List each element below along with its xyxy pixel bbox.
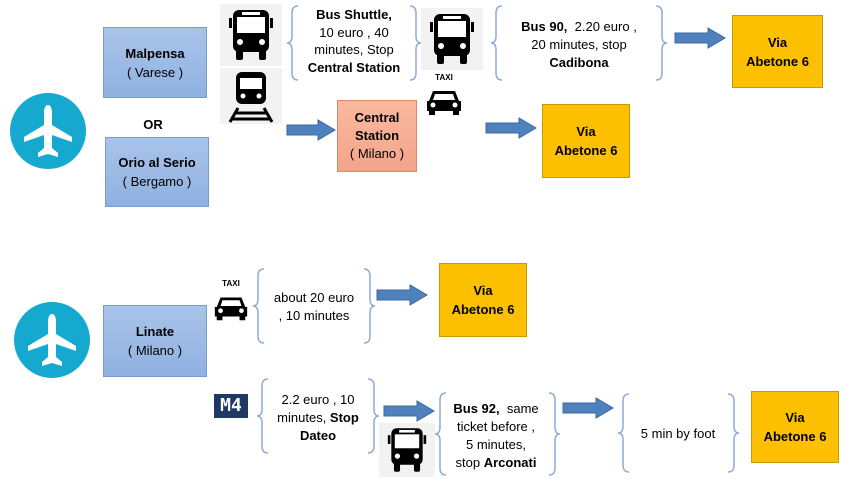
taxi-icon: TAXI: [424, 73, 464, 119]
taxi-info: about 20 euro , 10 minutes: [264, 289, 364, 325]
shuttle-line3: minutes, Stop: [314, 42, 394, 57]
metro-brace-left: [256, 378, 269, 454]
bus-icon: [379, 423, 435, 477]
bus92-line3: 5 minutes,: [466, 437, 526, 452]
arrow-icon: [562, 397, 614, 419]
destination-box: Via Abetone 6: [732, 15, 823, 88]
metro-info-stop: Dateo: [299, 428, 337, 443]
metro-info-line2-plain: minutes,: [277, 410, 330, 425]
bus92-line4: stop Arconati: [444, 454, 548, 472]
foot-info: 5 min by foot: [640, 426, 716, 441]
bus92-number: Bus 92,: [453, 401, 500, 416]
taxi-sign-label: TAXI: [435, 73, 453, 82]
shuttle-brace-right: [409, 5, 422, 81]
destination-line1: Via: [767, 34, 788, 50]
bus90-info: Bus 90, 2.20 euro , 20 minutes, stop Cad…: [504, 18, 654, 72]
arrow-icon: [286, 119, 336, 141]
bus90-number: Bus 90,: [521, 19, 568, 34]
orio-region: ( Bergamo ): [122, 174, 192, 189]
shuttle-brace: [286, 5, 299, 81]
bus90-line2: 20 minutes, stop: [531, 37, 627, 52]
orio-box: Orio al Serio ( Bergamo ): [105, 137, 209, 207]
arrow-icon: [485, 117, 537, 139]
metro-info: 2.2 euro , 10 minutes, Stop Dateo: [268, 391, 368, 445]
central-name-line1: Central: [354, 110, 400, 125]
taxi-sign-label: TAXI: [222, 279, 240, 288]
destination-box: Via Abetone 6: [751, 391, 839, 463]
or-label: OR: [143, 117, 163, 132]
taxi-icon: TAXI: [212, 279, 250, 325]
linate-name: Linate: [135, 324, 175, 339]
arrow-icon: [674, 27, 726, 49]
bus-icon: [220, 4, 282, 66]
foot-brace-left: [617, 393, 630, 473]
train-icon: [220, 68, 282, 124]
bus90-brace-right: [655, 5, 668, 81]
central-region: ( Milano ): [349, 146, 405, 161]
bus90-line1: Bus 90, 2.20 euro ,: [504, 18, 654, 36]
bus92-line2: ticket before ,: [456, 419, 536, 434]
metro-info-line1: 2.2 euro , 10: [281, 392, 355, 407]
destination-line2: Abetone 6: [746, 53, 809, 69]
bus92-rest: same: [499, 401, 539, 416]
destination-line1: Via: [576, 124, 596, 139]
bus90-price: 2.20 euro ,: [567, 19, 637, 34]
taxi-info-line2: , 10 minutes: [278, 308, 350, 323]
malpensa-name: Malpensa: [125, 45, 185, 61]
destination-line2: Abetone 6: [763, 429, 827, 444]
airplane-icon: [14, 302, 90, 378]
metro-info-line2: minutes, Stop: [268, 409, 368, 427]
bus92-line4-plain: stop: [455, 455, 484, 470]
destination-line2: Abetone 6: [554, 143, 618, 158]
bus92-line1: Bus 92, same: [444, 400, 548, 418]
metro-info-line2-bold: Stop: [329, 410, 359, 425]
bus-icon: [421, 8, 483, 70]
shuttle-line2: 10 euro , 40: [319, 24, 389, 40]
destination-box: Via Abetone 6: [542, 104, 630, 178]
orio-name: Orio al Serio: [118, 155, 196, 170]
destination-line1: Via: [473, 283, 493, 298]
bus92-brace-left: [434, 392, 447, 476]
malpensa-box: Malpensa ( Varese ): [103, 27, 207, 98]
shuttle-stop: Central Station: [307, 59, 401, 75]
arrow-icon: [383, 400, 435, 422]
shuttle-info: Bus Shuttle, 10 euro , 40 minutes, Stop …: [298, 6, 410, 76]
linate-region: ( Milano ): [127, 343, 183, 358]
taxi-info-line1: about 20 euro: [273, 290, 355, 305]
bus92-brace-right: [548, 392, 561, 476]
central-name-line2: Station: [354, 128, 400, 143]
bus90-brace-left: [490, 5, 503, 81]
central-station-box: Central Station ( Milano ): [337, 100, 417, 172]
airplane-icon: [10, 93, 86, 169]
metro-brace-right: [367, 378, 380, 454]
taxi-brace-left: [252, 268, 265, 344]
destination-line1: Via: [785, 410, 805, 425]
foot-brace-right: [727, 393, 740, 473]
destination-box: Via Abetone 6: [439, 263, 527, 337]
bus90-stop: Cadibona: [549, 55, 609, 70]
taxi-brace-right: [363, 268, 376, 344]
metro-m4-icon: M4: [214, 394, 248, 418]
malpensa-region: ( Varese ): [126, 64, 184, 80]
destination-line2: Abetone 6: [451, 302, 515, 317]
linate-box: Linate ( Milano ): [103, 305, 207, 377]
bus92-info: Bus 92, same ticket before , 5 minutes, …: [444, 400, 548, 472]
shuttle-line1: Bus Shuttle,: [316, 7, 392, 22]
bus92-stop: Arconati: [483, 455, 537, 470]
metro-label: M4: [220, 395, 242, 416]
arrow-icon: [376, 284, 428, 306]
